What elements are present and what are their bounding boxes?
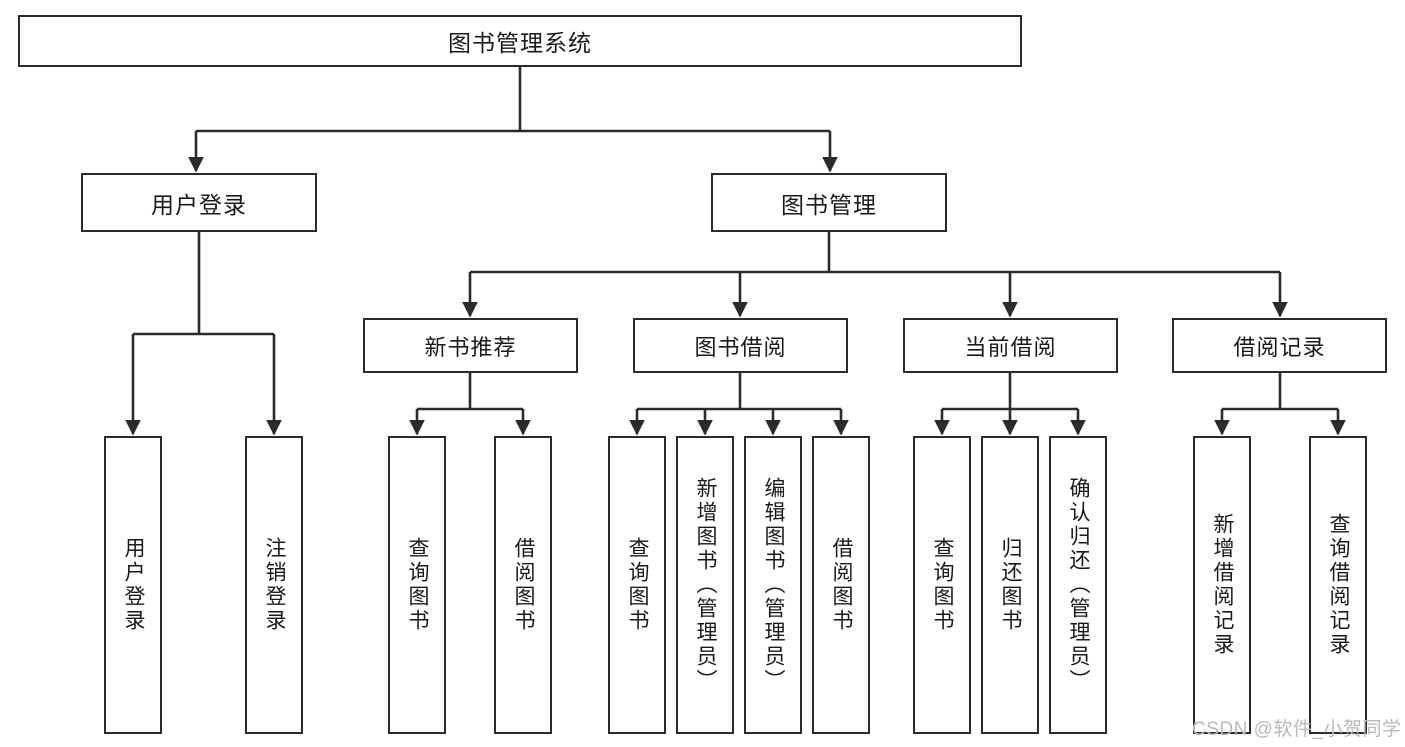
node-label: 借阅图书: [512, 537, 536, 633]
leaf-currentborrow-return-book[interactable]: 归还图书: [981, 436, 1039, 734]
node-label: 归还图书: [999, 537, 1023, 633]
node-label: 图书借阅: [694, 334, 787, 360]
node-label: 用户登录: [122, 537, 146, 633]
node-label: 查询图书: [626, 537, 650, 633]
node-label: 新增图书（管理员）: [694, 477, 718, 693]
leaf-currentborrow-query-book[interactable]: 查询图书: [913, 436, 971, 734]
node-label: 确认归还（管理员）: [1067, 477, 1091, 693]
leaf-currentborrow-confirm-return-admin[interactable]: 确认归还（管理员）: [1049, 436, 1107, 734]
node-label: 图书管理系统: [448, 30, 592, 56]
node-borrow-record[interactable]: 借阅记录: [1172, 318, 1387, 373]
node-label: 新书推荐: [424, 334, 517, 360]
leaf-borrowrecord-query-record[interactable]: 查询借阅记录: [1309, 436, 1367, 734]
node-label: 借阅图书: [830, 537, 854, 633]
node-label: 编辑图书（管理员）: [762, 477, 786, 693]
node-label: 查询图书: [931, 537, 955, 633]
leaf-bookborrow-query-book[interactable]: 查询图书: [608, 436, 666, 734]
node-new-book-recommend[interactable]: 新书推荐: [363, 318, 578, 373]
node-book-borrow[interactable]: 图书借阅: [633, 318, 848, 373]
node-label: 新增借阅记录: [1211, 513, 1235, 657]
leaf-borrowrecord-add-record[interactable]: 新增借阅记录: [1193, 436, 1251, 734]
leaf-bookborrow-borrow-book[interactable]: 借阅图书: [812, 436, 870, 734]
node-label: 注销登录: [263, 537, 287, 633]
node-label: 用户登录: [151, 191, 247, 218]
node-label: 借阅记录: [1233, 334, 1326, 360]
node-book-management[interactable]: 图书管理: [711, 173, 947, 232]
node-label: 查询图书: [406, 537, 430, 633]
csdn-watermark: CSDN @软件_小贺同学: [1192, 719, 1402, 740]
leaf-newbook-borrow-book[interactable]: 借阅图书: [494, 436, 552, 734]
leaf-bookborrow-edit-book-admin[interactable]: 编辑图书（管理员）: [744, 436, 802, 734]
leaf-bookborrow-add-book-admin[interactable]: 新增图书（管理员）: [676, 436, 734, 734]
node-label: 图书管理: [781, 191, 877, 218]
node-current-borrow[interactable]: 当前借阅: [903, 318, 1118, 373]
node-user-login[interactable]: 用户登录: [81, 173, 317, 232]
leaf-logout[interactable]: 注销登录: [245, 436, 303, 734]
leaf-user-login[interactable]: 用户登录: [104, 436, 162, 734]
node-label: 当前借阅: [964, 334, 1057, 360]
leaf-newbook-query-book[interactable]: 查询图书: [388, 436, 446, 734]
node-root-book-management-system[interactable]: 图书管理系统: [18, 15, 1022, 67]
node-label: 查询借阅记录: [1327, 513, 1351, 657]
